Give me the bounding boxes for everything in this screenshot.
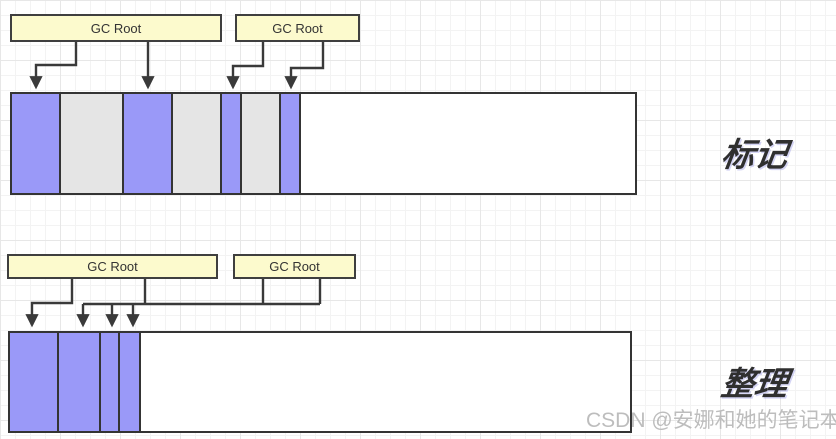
segment-divider (220, 94, 222, 193)
gc-root-box-compact-2: GC Root (233, 254, 356, 279)
memory-block-live (10, 333, 58, 431)
arrow-mark-root2-to-block4 (284, 42, 325, 90)
segment-divider (279, 94, 281, 193)
segment-divider (139, 333, 141, 431)
gc-root-label: GC Root (272, 20, 323, 36)
memory-block-live (119, 333, 140, 431)
gc-root-box-compact-1: GC Root (7, 254, 218, 279)
memory-block-garbage (60, 94, 123, 193)
csdn-watermark: CSDN @安娜和她的笔记本 (586, 409, 836, 432)
segment-divider (122, 94, 124, 193)
segment-divider (59, 94, 61, 193)
segment-divider (299, 94, 301, 193)
segment-divider (171, 94, 173, 193)
memory-block-garbage (172, 94, 221, 193)
memory-block-live (221, 94, 241, 193)
memory-block-live (123, 94, 172, 193)
segment-divider (99, 333, 101, 431)
memory-block-live (280, 94, 300, 193)
gc-root-label: GC Root (269, 259, 320, 274)
segment-divider (240, 94, 242, 193)
arrow-mark-root1-to-block1 (29, 42, 78, 90)
segment-divider (118, 333, 120, 431)
heap-bar-compact (8, 331, 632, 433)
memory-block-live (58, 333, 100, 431)
memory-block-live (12, 94, 60, 193)
gc-root-label: GC Root (90, 20, 142, 36)
gc-root-label: GC Root (87, 259, 138, 274)
section-label-mark: 标记 (719, 136, 791, 173)
memory-block-garbage (241, 94, 280, 193)
section-label-compact: 整理 (719, 365, 791, 402)
gc-root-box-mark-2: GC Root (235, 14, 360, 42)
gc-root-box-mark-1: GC Root (10, 14, 222, 42)
arrow-compact-root1-to-block1 (25, 278, 74, 328)
heap-bar-mark (10, 92, 637, 195)
segment-divider (57, 333, 59, 431)
memory-block-live (100, 333, 119, 431)
arrow-mark-root2-to-block3 (226, 42, 265, 90)
